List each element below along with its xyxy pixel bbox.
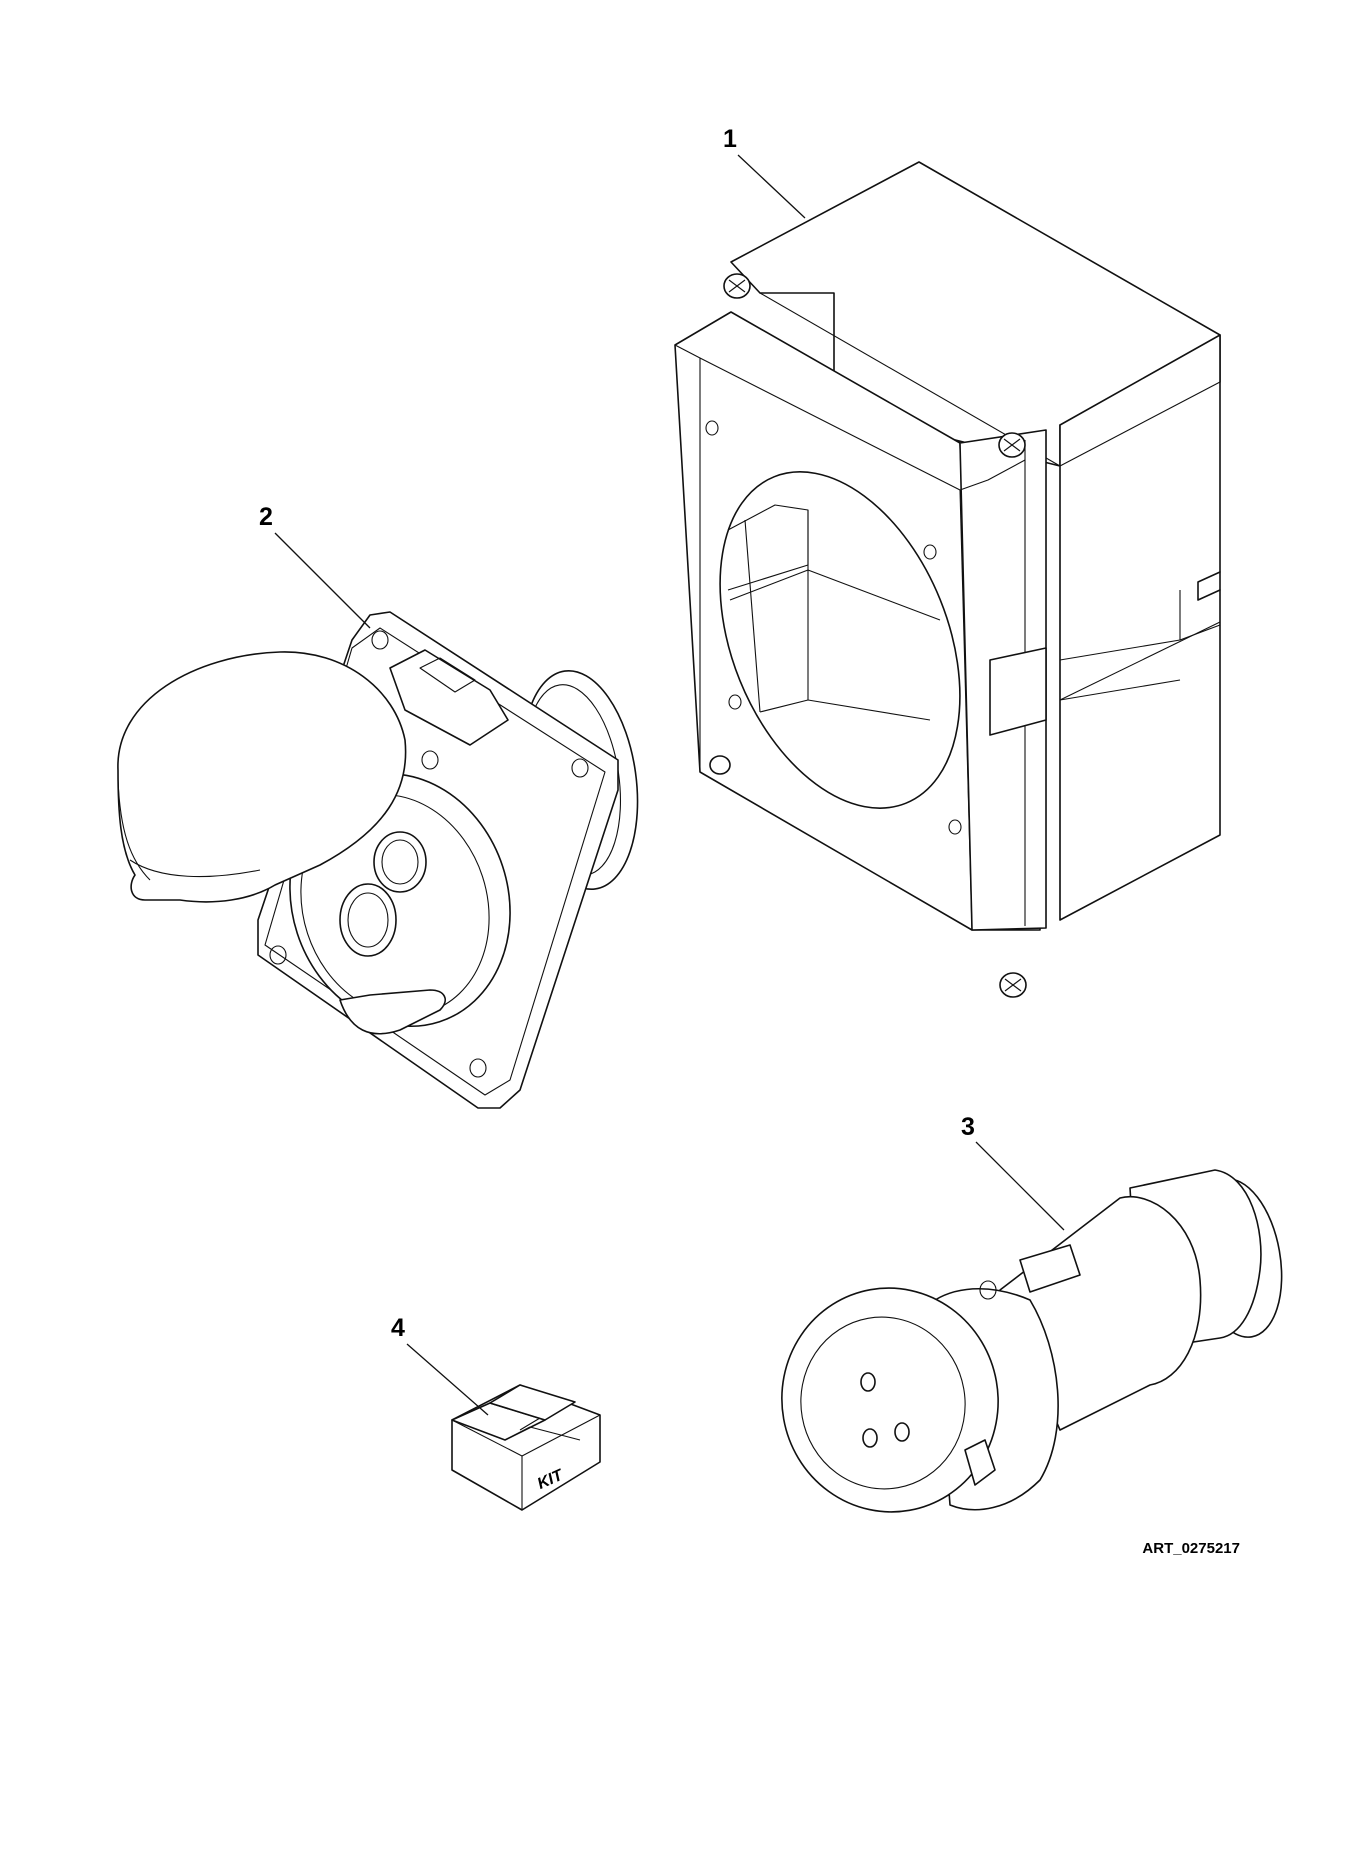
callout-number: 2 [259, 503, 273, 531]
callout-number: 1 [723, 125, 737, 153]
screw-icon [709, 755, 731, 775]
callout-number: 3 [961, 1113, 975, 1141]
screw-icon [999, 972, 1027, 998]
panel-socket [117, 611, 639, 1109]
screw-icon [723, 273, 751, 299]
callout-1: 1 [723, 125, 806, 219]
screw-icon [998, 432, 1026, 458]
art-id-label: ART_0275217 [1142, 1540, 1240, 1557]
enclosure-box [674, 161, 1221, 998]
callout-number: 4 [391, 1314, 405, 1342]
callout-2: 2 [259, 503, 371, 629]
plug [781, 1169, 1283, 1513]
callout-4: 4 [391, 1314, 489, 1416]
callout-3: 3 [961, 1113, 1065, 1231]
kit-box: KIT [451, 1384, 601, 1511]
